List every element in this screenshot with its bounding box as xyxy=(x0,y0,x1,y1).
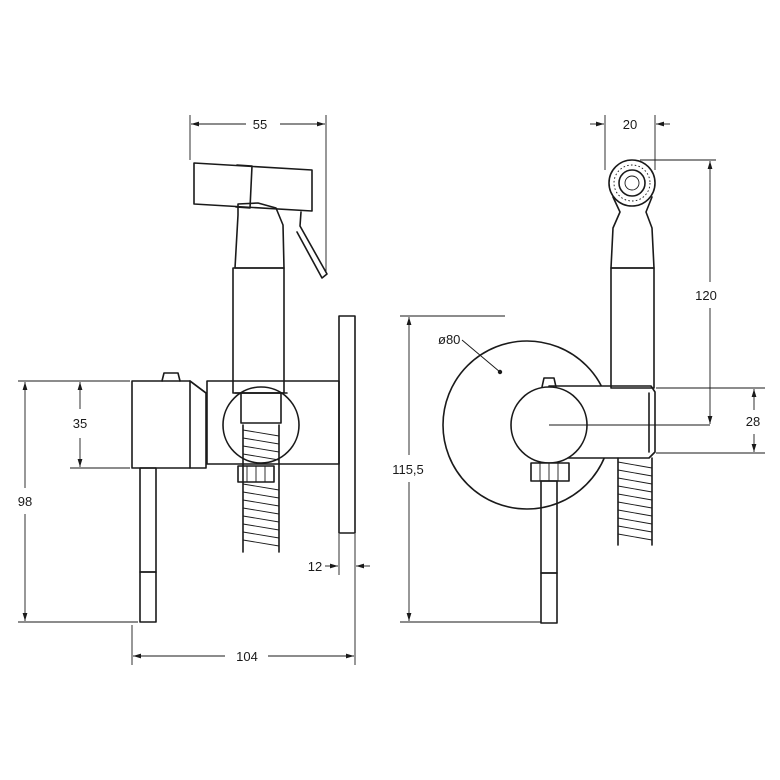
side-view: 55 35 98 12 xyxy=(18,115,370,665)
side-body xyxy=(206,380,340,465)
dim-label-55: 55 xyxy=(253,117,267,132)
front-mixer xyxy=(510,377,656,624)
dim-label-20: 20 xyxy=(623,117,637,132)
dim-side-shower-width: 55 xyxy=(189,115,327,272)
front-hand-shower xyxy=(608,159,656,389)
dim-front-head-width: 20 xyxy=(590,115,670,170)
dim-side-mount-height: 35 xyxy=(70,380,130,469)
side-mixer xyxy=(131,372,207,623)
dim-label-12: 12 xyxy=(308,559,322,574)
dim-label-28: 28 xyxy=(746,414,760,429)
dim-label-35: 35 xyxy=(73,416,87,431)
dim-front-total-height: 115,5 xyxy=(392,315,541,623)
dim-label-98: 98 xyxy=(18,494,32,509)
dim-label-diameter: ø80 xyxy=(438,332,460,347)
side-hand-shower xyxy=(193,162,328,394)
dim-label-115-5: 115,5 xyxy=(392,462,424,477)
side-holder xyxy=(222,386,300,464)
front-hose xyxy=(617,457,653,546)
dim-label-104: 104 xyxy=(236,649,258,664)
side-wall-flange xyxy=(338,315,356,534)
dim-front-holder-offset: 28 xyxy=(656,387,765,454)
front-view: 20 120 28 115,5 ø80 xyxy=(392,115,765,624)
side-hose xyxy=(237,424,280,553)
dim-side-total-height: 98 xyxy=(18,380,138,623)
dim-side-total-depth: 104 xyxy=(131,575,356,665)
dim-side-flange-thickness: 12 xyxy=(308,534,370,575)
dim-front-head-height: 120 xyxy=(640,159,717,424)
dim-front-plate-diameter: ø80 xyxy=(438,332,503,375)
dim-label-120: 120 xyxy=(695,288,717,303)
